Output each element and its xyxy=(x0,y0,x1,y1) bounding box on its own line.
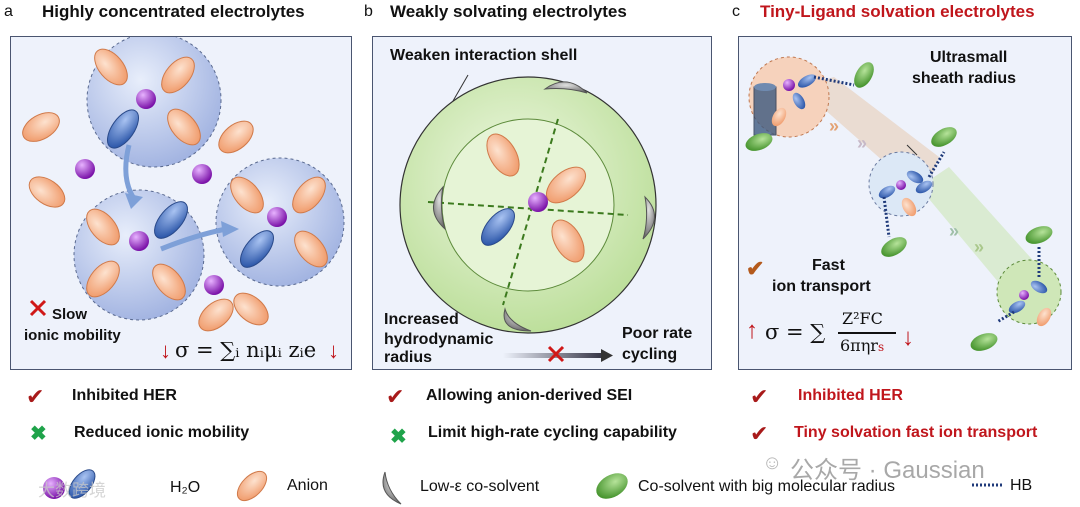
legend-hb: HB xyxy=(1010,477,1033,494)
down-arrow-icon: ↓ xyxy=(902,324,914,351)
c-check-1: Inhibited HER xyxy=(798,387,903,404)
formula-c-den-sub: s xyxy=(877,340,885,354)
svg-text:»: » xyxy=(829,116,839,136)
shell-label: Weaken interaction shell xyxy=(390,47,578,64)
svg-text:»: » xyxy=(949,221,959,241)
legend-low-eps: Low-ε co-solvent xyxy=(420,478,540,495)
panel-a-illustration xyxy=(22,32,345,332)
watermark-corner: 大数跨境 xyxy=(38,481,106,500)
panel-c-title: Tiny-Ligand solvation electrolytes xyxy=(760,2,1035,21)
a-check-2: Reduced ionic mobility xyxy=(74,424,250,441)
panel-c-box: » » » » xyxy=(738,36,1072,370)
cross-icon xyxy=(547,345,565,363)
formula-c-den-main: 6πηr xyxy=(840,336,878,355)
check-icon: ✔ xyxy=(750,421,769,446)
svg-text:»: » xyxy=(857,133,867,153)
slow-label-1: Slow xyxy=(52,306,88,323)
check-icon: ✔ xyxy=(746,256,765,281)
legend-icons xyxy=(43,469,1002,505)
legend-anion: Anion xyxy=(287,477,328,494)
cross-green-icon: ✖ xyxy=(30,423,47,445)
formula-c-lhs: σ = ∑ xyxy=(765,320,826,344)
fast-label-1: Fast xyxy=(812,257,845,274)
moon-icon xyxy=(382,471,402,505)
check-icon: ✔ xyxy=(26,384,45,409)
legend-h2o: H₂O xyxy=(170,479,201,496)
svg-text:»: » xyxy=(974,237,984,257)
cross-icon xyxy=(29,299,47,317)
b-check-2: Limit high-rate cycling capability xyxy=(428,424,677,441)
wechat-icon: ☺ xyxy=(762,452,783,474)
a-check-1: Inhibited HER xyxy=(72,387,177,404)
radius-label-2: hydrodynamic xyxy=(384,331,494,348)
ion-icon xyxy=(43,477,65,499)
cross-green-icon: ✖ xyxy=(390,426,407,448)
slow-label-2: ionic mobility xyxy=(24,327,121,344)
radius-label-1: Increased xyxy=(384,311,459,328)
legend-big-solvent: Co-solvent with big molecular radius xyxy=(638,478,895,495)
formula-c-den: 6πηrs xyxy=(840,336,884,355)
panel-b-letter: b xyxy=(364,3,373,20)
panel-c-letter: c xyxy=(732,3,740,20)
fast-label-2: ion transport xyxy=(772,278,871,295)
poor-label-2: cycling xyxy=(622,346,678,363)
down-arrow-icon: ↓ xyxy=(328,338,339,363)
panel-a-title: Highly concentrated electrolytes xyxy=(42,2,305,21)
watermark-text: 公众号 · Gaussian xyxy=(790,457,985,484)
poor-label-1: Poor rate xyxy=(622,325,693,342)
water-icon xyxy=(68,469,96,499)
down-arrow-icon: ↓ xyxy=(160,338,171,363)
fraction-bar xyxy=(838,332,896,334)
check-icon: ✔ xyxy=(386,384,405,409)
panel-b-box xyxy=(372,36,712,370)
panel-c-illustration: » » » » xyxy=(745,56,1062,351)
radius-label-3: radius xyxy=(384,349,433,366)
sheath-label-2: sheath radius xyxy=(912,70,1017,87)
panel-a-letter: a xyxy=(4,3,13,20)
up-arrow-icon: ↑ xyxy=(746,317,758,344)
panel-b-title: Weakly solvating electrolytes xyxy=(390,2,627,21)
check-icon: ✔ xyxy=(750,384,769,409)
formula-c-num: Z²FC xyxy=(842,309,883,328)
cosolvent-icon xyxy=(596,473,628,499)
sheath-label-1: Ultrasmall xyxy=(930,49,1008,66)
c-check-2: Tiny solvation fast ion transport xyxy=(794,424,1038,441)
anion-icon xyxy=(236,470,268,502)
formula-a: σ = ∑ᵢ nᵢμᵢ zᵢe xyxy=(175,338,317,362)
b-check-1: Allowing anion-derived SEI xyxy=(426,387,633,404)
panel-a-box xyxy=(10,32,352,370)
panel-b-illustration xyxy=(399,74,657,363)
